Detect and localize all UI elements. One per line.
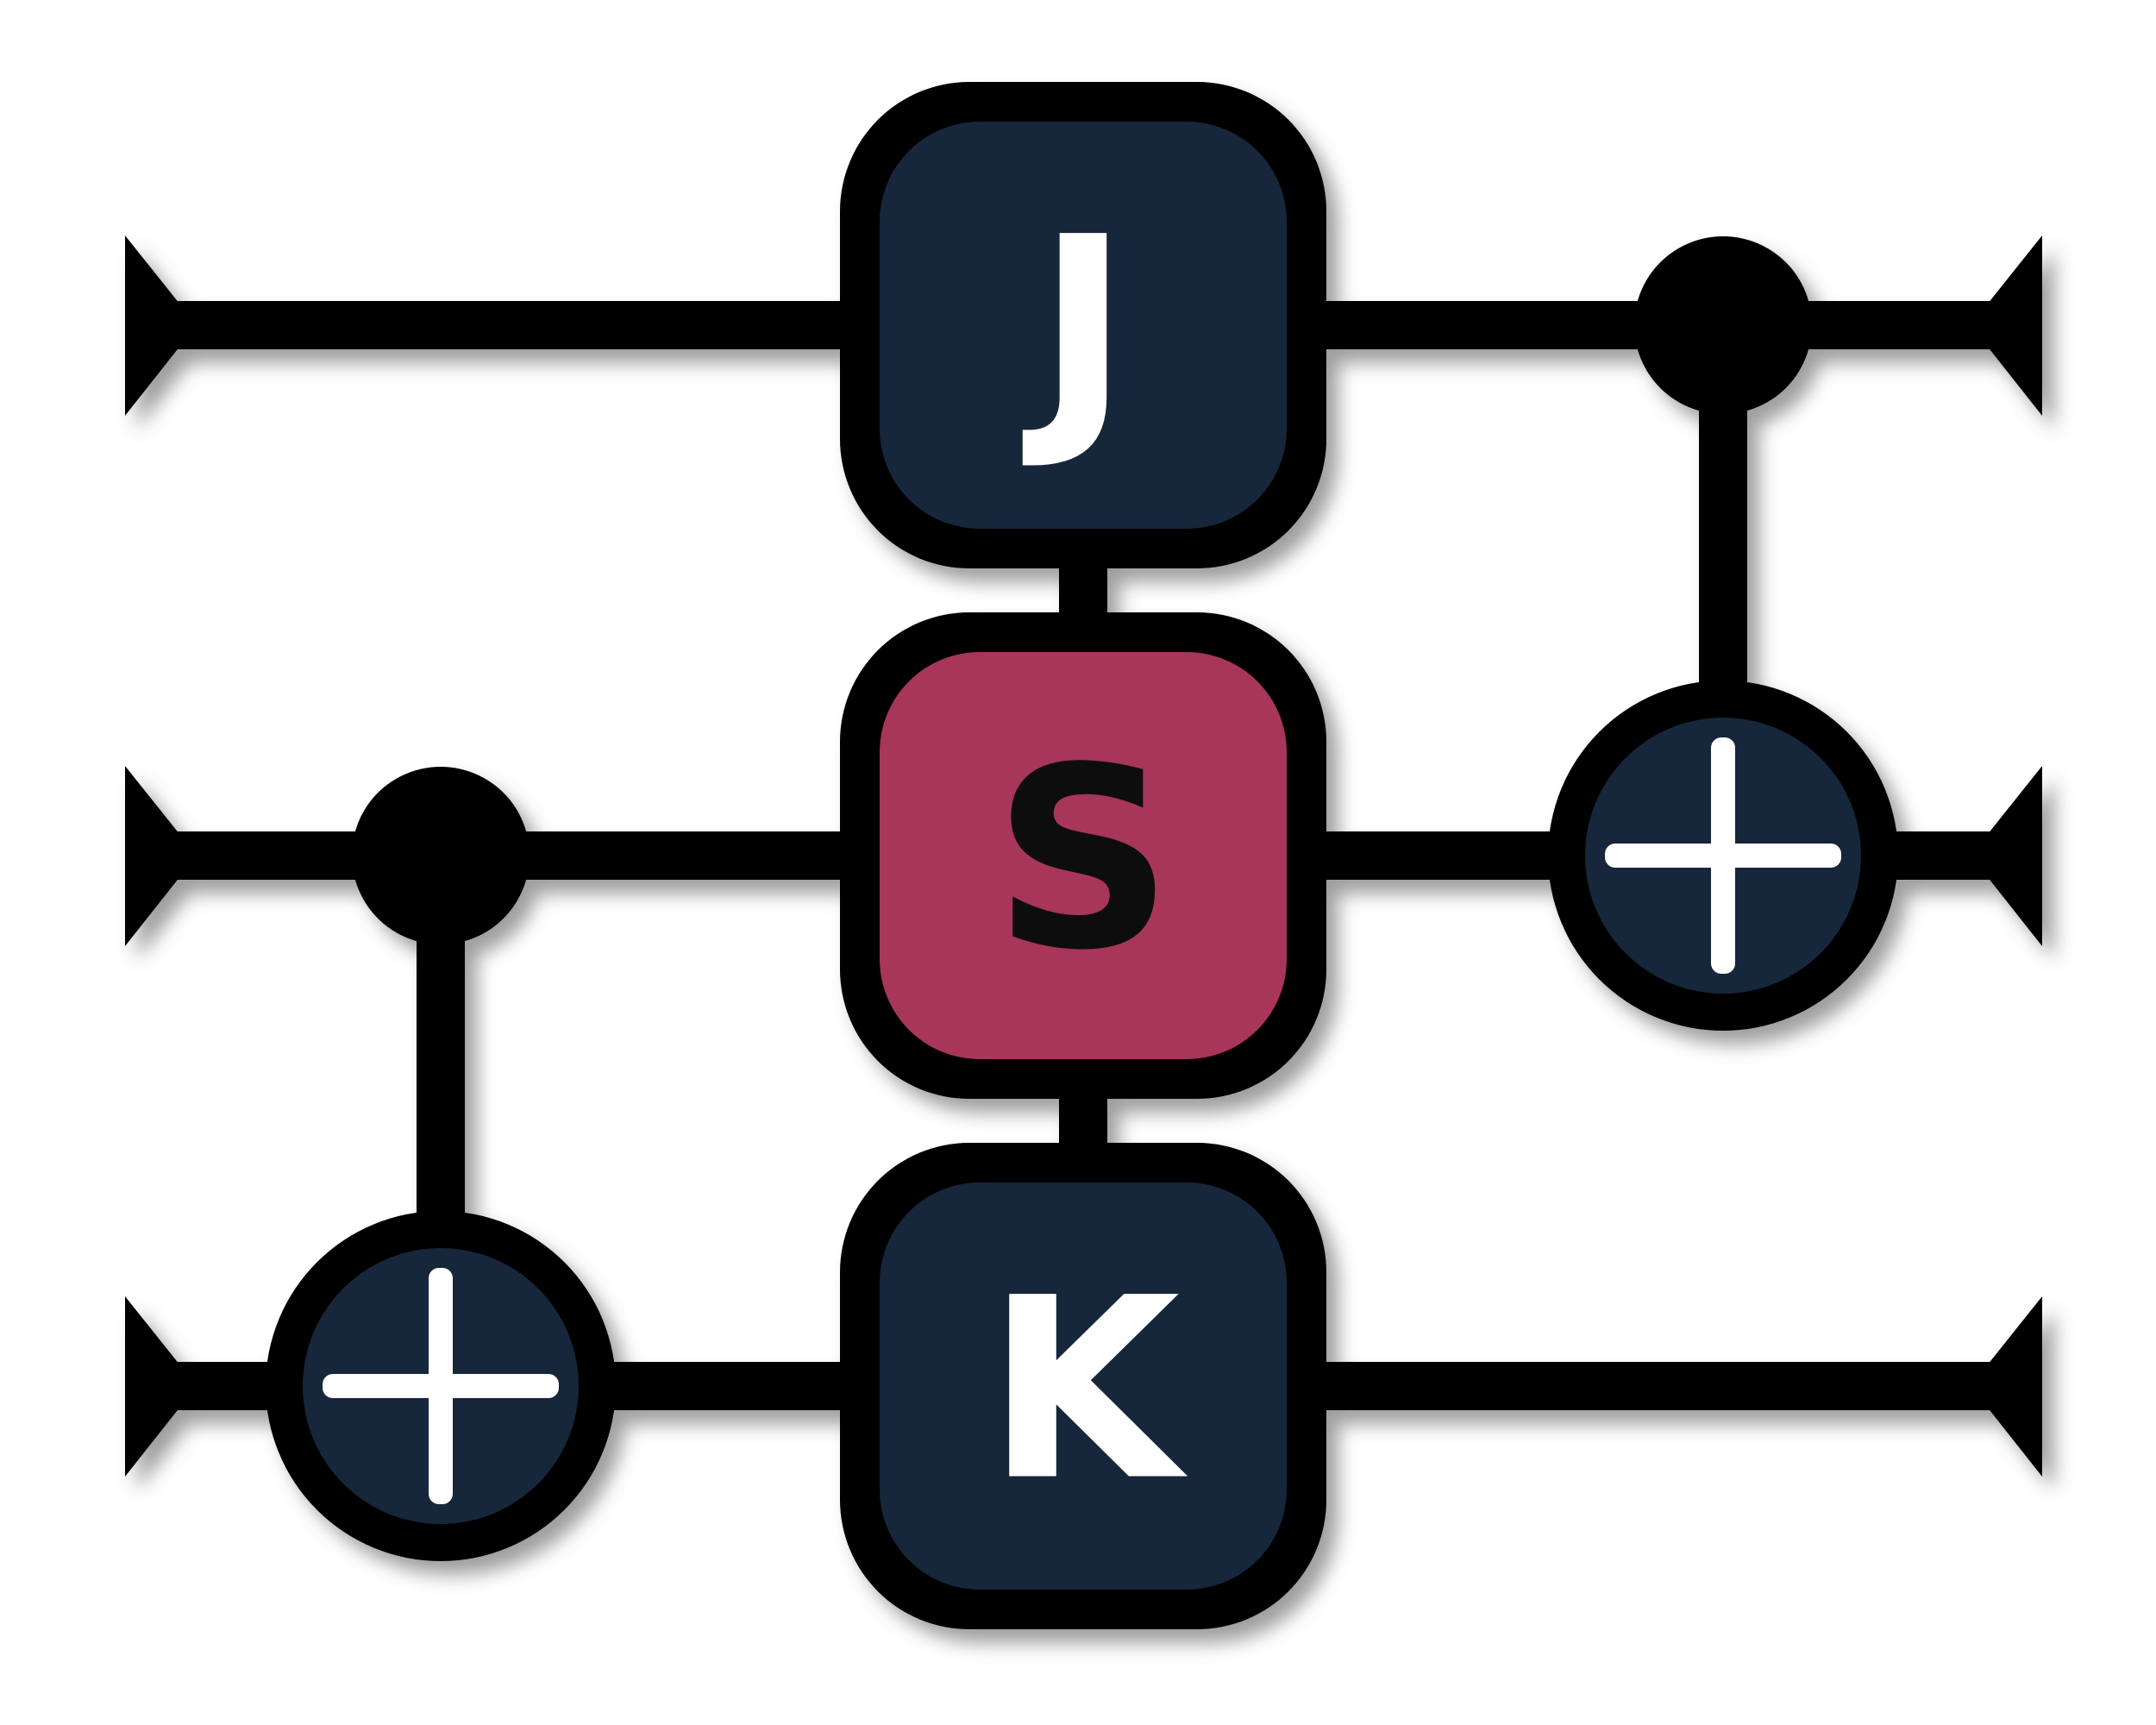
cnot-left-control-dot (352, 767, 530, 944)
plus-icon (323, 1268, 559, 1504)
cnot-left-target (266, 1211, 616, 1561)
gate-s-label: S (993, 715, 1174, 1006)
wire-2-input-terminal (125, 1296, 197, 1477)
wire-1-output-terminal (1971, 766, 2042, 946)
wire-0-output-terminal (1971, 235, 2042, 416)
gate-j: J (840, 82, 1326, 568)
wire-1-input-terminal (125, 766, 197, 946)
gate-k: K (840, 1143, 1326, 1629)
gate-k-label: K (987, 1245, 1190, 1536)
gate-s: S (840, 612, 1326, 1099)
plus-icon (1605, 737, 1841, 974)
wire-0-input-terminal (125, 235, 197, 416)
wire-2-output-terminal (1971, 1296, 2042, 1477)
cnot-right-target (1548, 681, 1898, 1031)
cnot-right-control-dot (1634, 236, 1812, 414)
gate-j-label: J (1021, 185, 1130, 475)
